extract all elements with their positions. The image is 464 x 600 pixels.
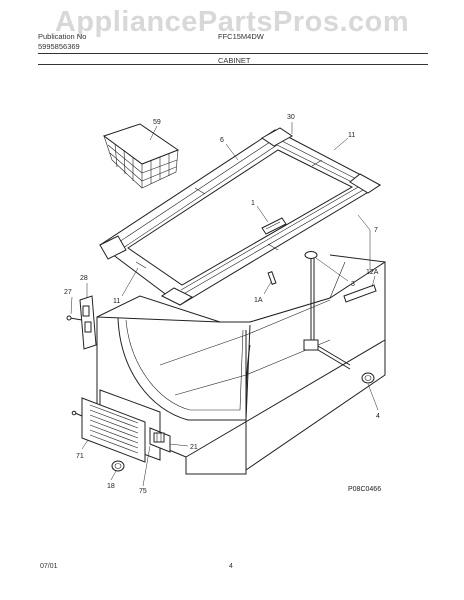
callout-27: 27: [64, 289, 72, 296]
publication-label: Publication No: [38, 32, 87, 41]
control-housing: [149, 427, 171, 453]
wire-basket: [102, 123, 180, 189]
header-rule-lower: [38, 64, 428, 65]
footer-page-number: 4: [229, 563, 233, 570]
callout-labels: 59 6 30 11 1 7 1A 3 12A 28 27 11 4 21 71…: [64, 114, 381, 495]
lid-frame: [99, 127, 382, 306]
callout-11-left: 11: [113, 298, 120, 305]
watermark-text: AppliancePartsPros.com: [54, 6, 410, 38]
callout-12a: 12A: [366, 269, 379, 276]
callout-1: 1: [251, 200, 255, 207]
callout-3: 3: [351, 281, 355, 288]
section-title: CABINET: [218, 56, 251, 65]
interior-light: [261, 217, 287, 235]
callout-4: 4: [376, 413, 380, 420]
drain-assembly: [303, 251, 375, 384]
callout-75: 75: [139, 488, 147, 495]
callout-7: 7: [374, 227, 378, 234]
knob: [111, 460, 125, 472]
publication-number: 5995856369: [38, 42, 80, 51]
label-plate: [343, 284, 377, 303]
callout-28: 28: [80, 275, 88, 282]
callout-6: 6: [220, 137, 224, 144]
hinge: [66, 295, 97, 350]
callout-21: 21: [190, 444, 198, 451]
callout-18: 18: [107, 483, 115, 490]
footer-date: 07/01: [40, 563, 58, 570]
callout-71: 71: [76, 453, 84, 460]
model-number: FFC15M4DW: [218, 32, 264, 41]
callout-30: 30: [287, 114, 295, 121]
leader-lines: [70, 122, 379, 487]
callout-11-right: 11: [348, 132, 355, 139]
callout-1a: 1A: [254, 297, 263, 304]
callout-59: 59: [153, 119, 161, 126]
light-switch: [267, 271, 277, 285]
header-rule: [38, 53, 428, 54]
grille: [71, 397, 146, 463]
figure-code: P08C0466: [348, 486, 381, 493]
